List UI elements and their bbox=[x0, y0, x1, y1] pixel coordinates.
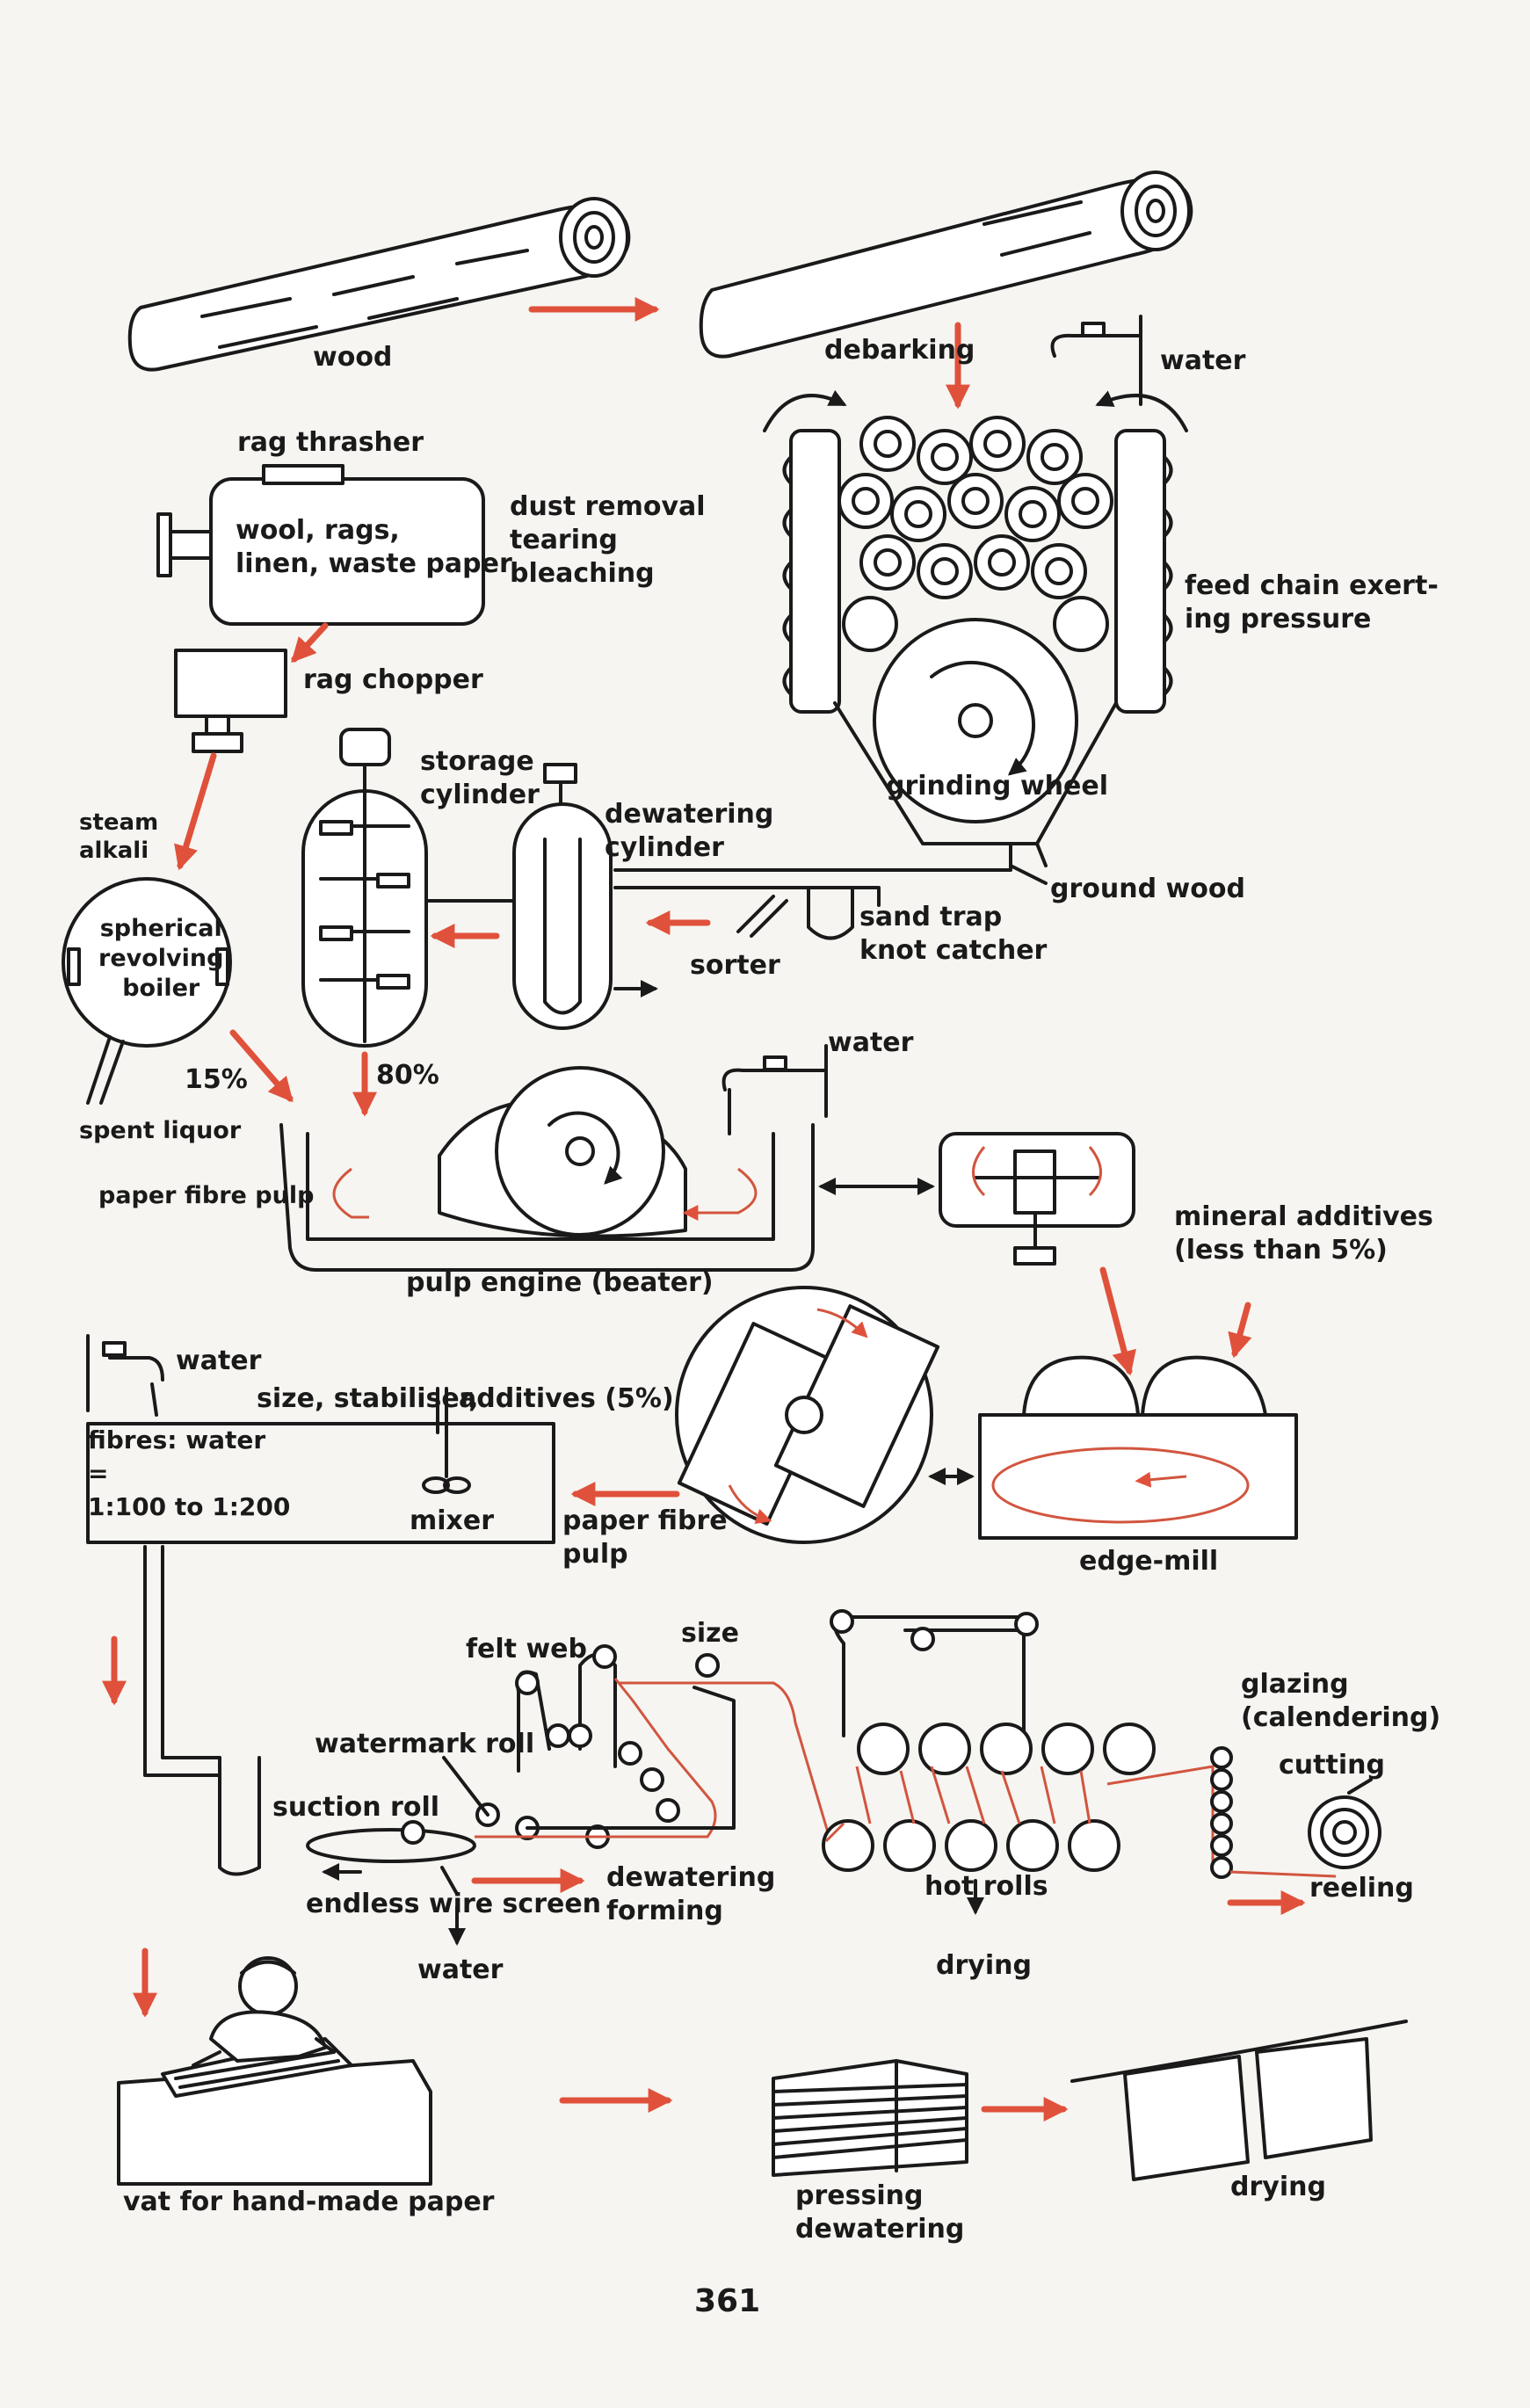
label-dust-removal: dust removal tearing bleaching bbox=[510, 490, 706, 591]
label-suction-roll: suction roll bbox=[272, 1791, 439, 1824]
swirl-beater-right bbox=[685, 1169, 756, 1213]
label-reeling: reeling bbox=[1309, 1872, 1414, 1905]
label-watermark-roll: watermark roll bbox=[315, 1728, 534, 1761]
paper-stack-illustration bbox=[773, 2061, 967, 2175]
label-water-top: water bbox=[1160, 345, 1245, 378]
label-dewatering-forming: dewatering forming bbox=[606, 1861, 775, 1928]
arrow-chopper-to-boiler bbox=[180, 756, 214, 866]
label-endless-wire-screen: endless wire screen bbox=[306, 1888, 601, 1921]
label-vat: vat for hand-made paper bbox=[123, 2186, 494, 2219]
label-felt-web: felt web bbox=[466, 1633, 587, 1666]
arrow-mineral-additives bbox=[1235, 1305, 1248, 1353]
label-paper-fibre-pulp-left: paper fibre pulp bbox=[98, 1179, 314, 1213]
label-size-stabiliser: size, stabiliser, bbox=[257, 1382, 479, 1416]
label-pct-80: 80% bbox=[376, 1059, 439, 1092]
label-water-left: water bbox=[176, 1345, 261, 1378]
label-hot-rolls: hot rolls bbox=[925, 1870, 1048, 1904]
label-water-bottom: water bbox=[417, 1954, 503, 1987]
label-mineral-additives: mineral additives (less than 5%) bbox=[1174, 1200, 1433, 1267]
label-steam-alkali: steam alkali bbox=[79, 809, 158, 865]
label-rag-contents: wool, rags, linen, waste paper bbox=[236, 514, 512, 581]
rag-chopper-illustration bbox=[176, 650, 286, 751]
label-glazing: glazing (calendering) bbox=[1241, 1668, 1440, 1735]
label-fibres-water: fibres: water = 1:100 to 1:200 bbox=[88, 1424, 290, 1524]
label-mixer: mixer bbox=[410, 1505, 494, 1538]
label-dewatering-cylinder: dewatering cylinder bbox=[605, 798, 773, 865]
hand-made-vat-illustration bbox=[119, 1958, 431, 2184]
label-pct-15: 15% bbox=[185, 1063, 248, 1097]
label-water-mid: water bbox=[828, 1026, 913, 1060]
label-ground-wood: ground wood bbox=[1050, 873, 1245, 906]
arrow-thrasher-to-chopper bbox=[294, 626, 325, 659]
swirl-beater-left bbox=[334, 1169, 369, 1217]
label-drying-final: drying bbox=[1230, 2171, 1326, 2204]
label-pulp-engine: pulp engine (beater) bbox=[406, 1266, 714, 1300]
label-paper-fibre-pulp-mid: paper fibre pulp bbox=[562, 1505, 728, 1571]
wood-grinder-illustration bbox=[765, 316, 1186, 844]
drying-line-illustration bbox=[1072, 2021, 1406, 2180]
page-number: 361 bbox=[694, 2285, 760, 2318]
label-drying-rolls: drying bbox=[936, 1949, 1032, 1983]
label-spent-liquor: spent liquor bbox=[79, 1114, 241, 1148]
label-wood: wood bbox=[313, 341, 392, 374]
edge-mill-illustration bbox=[980, 1358, 1296, 1538]
label-edge-mill: edge-mill bbox=[1079, 1545, 1218, 1578]
label-sorter: sorter bbox=[690, 949, 780, 983]
label-grinding-wheel: grinding wheel bbox=[886, 770, 1108, 803]
label-debarking: debarking bbox=[824, 334, 975, 367]
label-storage-cylinder: storage cylinder bbox=[420, 745, 540, 812]
label-pressing-dewatering: pressing dewatering bbox=[795, 2180, 964, 2246]
label-additives-5: additives (5%) bbox=[459, 1382, 674, 1416]
refiner-illustration bbox=[940, 1134, 1134, 1264]
debarked-log-illustration bbox=[701, 172, 1192, 357]
label-cutting: cutting bbox=[1279, 1749, 1385, 1782]
label-sand-trap: sand trap knot catcher bbox=[859, 901, 1047, 968]
label-size: size bbox=[681, 1617, 739, 1650]
label-feed-chain: feed chain exert- ing pressure bbox=[1185, 569, 1439, 636]
label-rag-thrasher: rag thrasher bbox=[237, 426, 424, 460]
label-rag-chopper: rag chopper bbox=[303, 664, 483, 697]
label-boiler: spherical revolving boiler bbox=[98, 914, 223, 1004]
arrow-refiner-to-edgemill bbox=[1103, 1270, 1129, 1371]
